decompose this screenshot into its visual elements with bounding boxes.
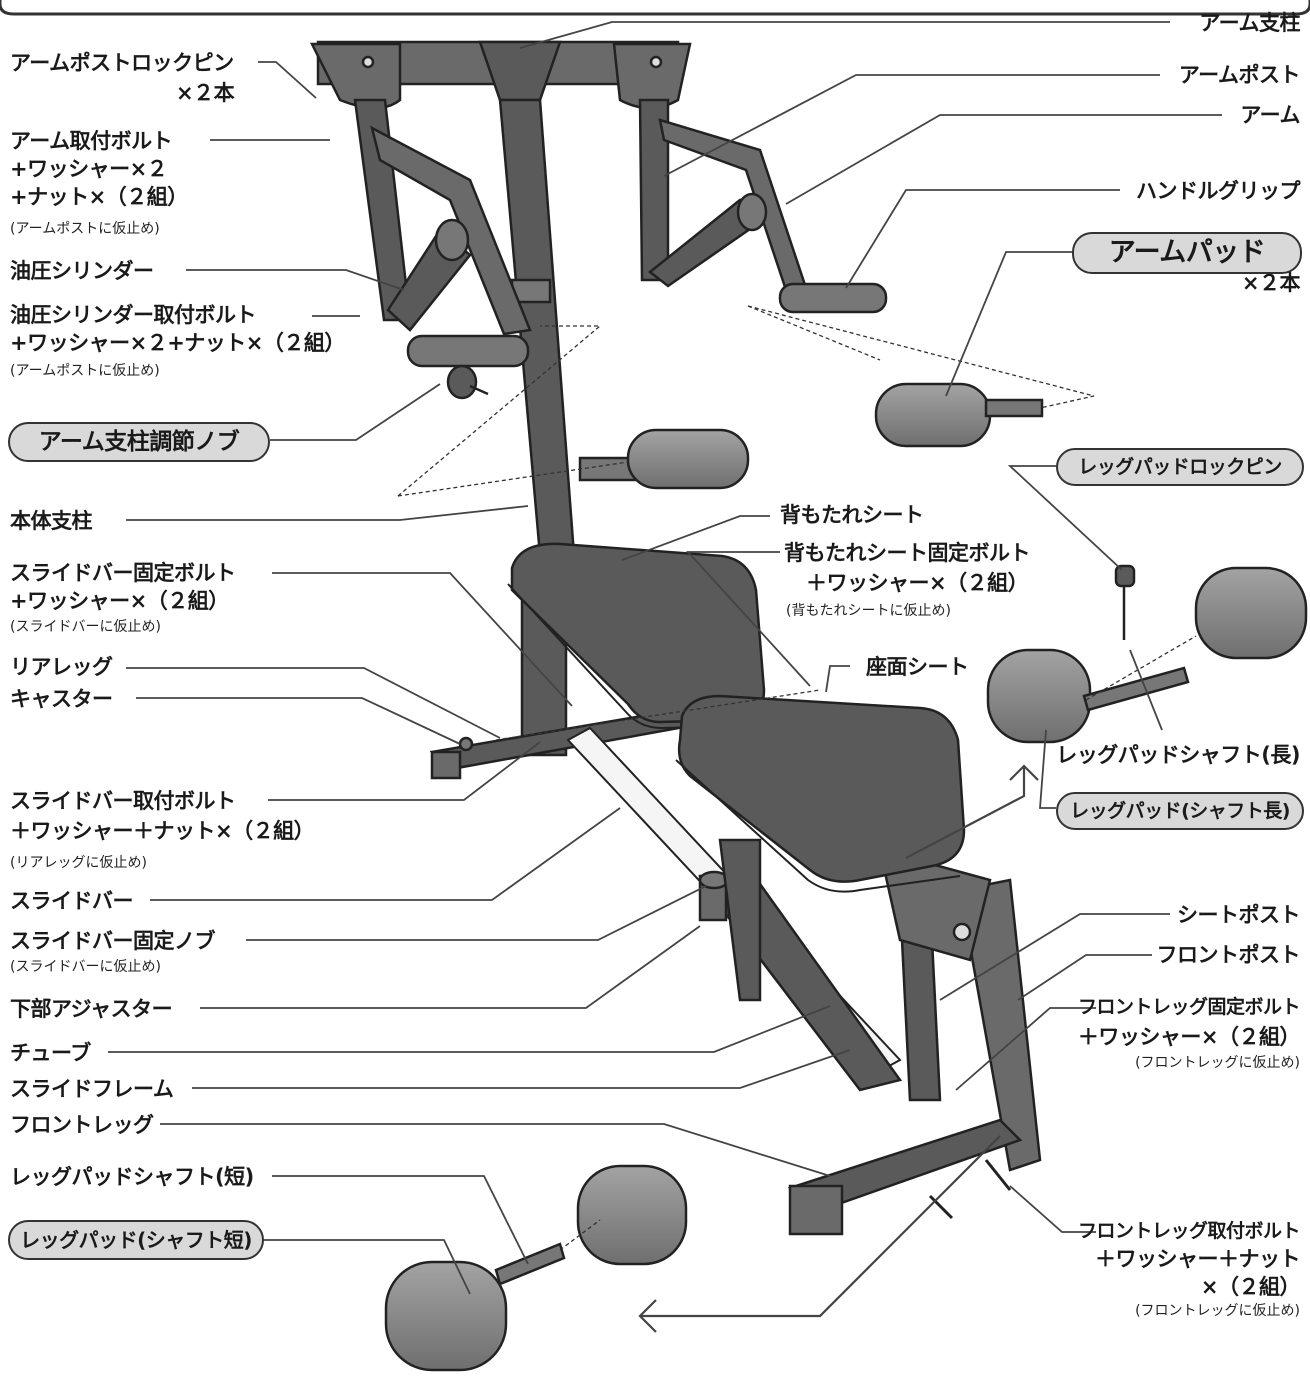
- slide-frame: [697, 838, 903, 1092]
- label-backrest-bolt-2: ＋ワッシャー×（２組）: [806, 571, 1029, 595]
- label-arm-post: アームポスト: [1178, 63, 1301, 87]
- label-arm-bolt-2: +ワッシャー×２: [10, 157, 168, 181]
- note-front-leg-fix-bolt: (フロントレッグに仮止め): [1135, 1055, 1300, 1071]
- left-arm-post: [353, 98, 532, 368]
- label-front-leg-fix-bolt-2: ＋ワッシャー×（２組）: [1077, 1025, 1301, 1049]
- pill-arm-pad: アームパッド: [1072, 232, 1302, 274]
- note-cylinder-bolt: (アームポストに仮止め): [10, 363, 160, 379]
- label-tube: チューブ: [10, 1041, 91, 1065]
- label-arm-post-lock-pin: アームポストロックピン: [10, 51, 234, 75]
- backrest-seat: [507, 542, 766, 730]
- note-slide-bar-bolt: (リアレッグに仮止め): [10, 855, 147, 871]
- label-cylinder-bolt-1: 油圧シリンダー取付ボルト: [10, 303, 257, 327]
- note-slide-bar-knob: (スライドバーに仮止め): [10, 959, 161, 975]
- label-slide-bar-knob: スライドバー固定ノブ: [10, 929, 216, 953]
- label-arm-bolt-1: アーム取付ボルト: [10, 129, 173, 153]
- label-handle-grip: ハンドルグリップ: [1136, 179, 1301, 203]
- seat-cushion: [675, 694, 966, 893]
- label-slide-frame: スライドフレーム: [10, 1077, 174, 1101]
- arm-column-frame: [309, 40, 692, 110]
- pill-leg-pad-short: レッグパッド(シャフト短): [8, 1220, 264, 1260]
- arrows: [638, 764, 1039, 1333]
- pill-leg-pad-long: レッグパッド(シャフト長): [1056, 792, 1304, 830]
- label-front-leg-bolt-1: フロントレッグ取付ボルト: [1077, 1220, 1301, 1242]
- label-hydraulic-cylinder: 油圧シリンダー: [10, 259, 154, 283]
- label-main-column: 本体支柱: [10, 509, 93, 533]
- front-leg-bolts: [928, 1159, 1012, 1220]
- label-backrest-bolt-1: 背もたれシート固定ボルト: [784, 541, 1031, 565]
- label-arm-pad-qty: ×２本: [1241, 271, 1301, 295]
- label-slide-bar-bolt-1: スライドバー取付ボルト: [10, 789, 236, 813]
- note-slide-bar-fix-bolt: (スライドバーに仮止め): [10, 619, 161, 635]
- label-slide-bar-bolt-2: ＋ワッシャー＋ナット×（２組）: [10, 819, 315, 843]
- label-front-leg: フロントレッグ: [10, 1113, 154, 1137]
- label-backrest-seat: 背もたれシート: [780, 503, 924, 527]
- note-arm-bolt: (アームポストに仮止め): [10, 221, 160, 237]
- front-leg: [787, 1118, 1023, 1236]
- label-lower-adjuster: 下部アジャスター: [10, 997, 173, 1021]
- label-caster: キャスター: [10, 687, 113, 711]
- leg-pad-lock-pin: [1114, 564, 1136, 640]
- label-leg-pad-shaft-long: レッグパッドシャフト(長): [1056, 743, 1300, 767]
- arm-column-knob: [446, 364, 489, 400]
- pill-leg-pad-lock-pin: レッグパッドロックピン: [1056, 448, 1304, 486]
- label-slide-bar-fix-bolt-1: スライドバー固定ボルト: [10, 561, 236, 585]
- label-front-leg-fix-bolt-1: フロントレッグ固定ボルト: [1077, 996, 1301, 1018]
- arm-pad: [874, 382, 1044, 448]
- pill-arm-column-knob: アーム支柱調節ノブ: [8, 422, 270, 462]
- main-column: [498, 98, 576, 757]
- label-arm-bolt-3: +ナット×（２組）: [10, 185, 188, 209]
- header-rule: [0, 0, 1310, 16]
- label-cylinder-bolt-2: +ワッシャー×２+ナット×（２組）: [10, 331, 345, 355]
- label-seat: 座面シート: [866, 655, 969, 679]
- center-pad: [578, 428, 750, 490]
- note-backrest-bolt: (背もたれシートに仮止め): [786, 603, 951, 619]
- leg-pad-short: [384, 1164, 688, 1372]
- label-leg-pad-shaft-short: レッグパッドシャフト(短): [10, 1165, 254, 1189]
- right-arm-post: [638, 98, 888, 314]
- leader-lines: [108, 21, 1222, 1295]
- label-front-leg-bolt-3: ×（２組）: [1200, 1275, 1301, 1299]
- label-arm: アーム: [1240, 103, 1300, 127]
- label-slide-bar-fix-bolt-2: +ワッシャー×（２組）: [10, 589, 229, 613]
- seat-front-posts: [878, 848, 1042, 1172]
- label-front-leg-bolt-2: ＋ワッシャー＋ナット: [1095, 1247, 1301, 1271]
- label-front-post: フロントポスト: [1156, 943, 1301, 967]
- label-arm-post-lock-pin-qty: ×２本: [176, 81, 235, 105]
- note-front-leg-bolt: (フロントレッグに仮止め): [1135, 1303, 1300, 1319]
- label-arm-column: アーム支柱: [1199, 11, 1300, 35]
- label-slide-bar: スライドバー: [10, 889, 134, 913]
- leg-pad-long: [986, 566, 1308, 744]
- dashed-guides: [397, 305, 1197, 1251]
- label-rear-leg: リアレッグ: [10, 655, 113, 679]
- label-seat-post: シートポスト: [1177, 903, 1301, 927]
